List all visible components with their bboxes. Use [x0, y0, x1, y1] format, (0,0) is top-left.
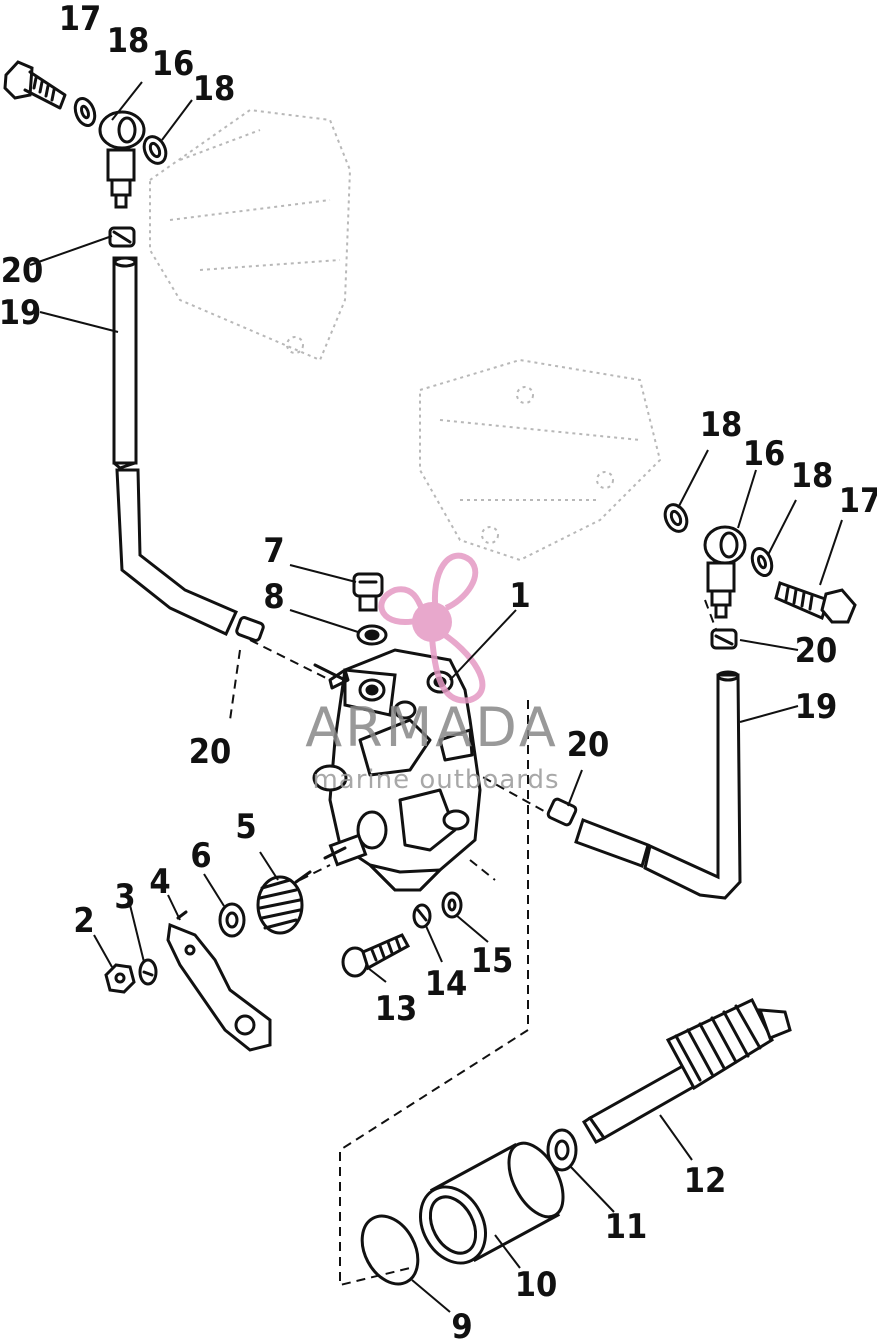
- mounting-hardware: [341, 891, 463, 978]
- callout-13: 13: [375, 989, 418, 1029]
- callout-20-left-mid: 20: [189, 732, 232, 772]
- callout-1: 1: [509, 576, 530, 616]
- propeller-hub-icon: [412, 602, 452, 642]
- callout-7: 7: [263, 531, 284, 571]
- return-spring: [256, 870, 312, 935]
- callout-18-left-b: 18: [193, 69, 236, 109]
- washer-left-a: [73, 96, 97, 128]
- washer-right-b: [750, 546, 774, 578]
- callout-18-left-a: 18: [107, 21, 150, 61]
- left-banjo-fitting: [3, 60, 168, 209]
- callout-14: 14: [425, 964, 468, 1004]
- hose-clip-left-mid: [235, 616, 265, 642]
- drive-bushing: [419, 1141, 565, 1265]
- callout-18-right-b: 18: [791, 456, 834, 496]
- callout-9: 9: [451, 1307, 472, 1342]
- callout-15: 15: [471, 941, 514, 981]
- armada-logo: ARMADA marine outboards: [305, 552, 559, 795]
- washer-right-a: [663, 503, 689, 533]
- shaft-washer: [546, 1128, 578, 1172]
- callout-16-right: 16: [743, 434, 786, 474]
- engine-block-ghost: [149, 108, 662, 562]
- hex-nut: [104, 963, 136, 994]
- banjo-bolt-left: [3, 60, 67, 110]
- sealing-washer: [356, 624, 388, 646]
- pump-lever: [166, 922, 272, 1052]
- callout-19-left: 19: [0, 293, 41, 333]
- callout-3: 3: [114, 877, 135, 917]
- drive-gear-shaft: [581, 998, 792, 1144]
- right-fuel-hose: [643, 628, 742, 900]
- callout-20-left-top: 20: [1, 251, 44, 291]
- left-fuel-hose: [108, 226, 265, 642]
- washer-left-b: [142, 135, 168, 165]
- cover-screw: [352, 572, 384, 612]
- lever-assembly: [104, 870, 312, 1052]
- callout-4: 4: [149, 862, 170, 902]
- flat-washer: [441, 891, 463, 919]
- callout-18-right-a: 18: [700, 405, 743, 445]
- banjo-fitting-right: [703, 525, 747, 565]
- o-ring: [360, 1214, 420, 1286]
- callout-12: 12: [684, 1161, 727, 1201]
- center-fuel-hose: [546, 797, 650, 868]
- callout-5: 5: [235, 807, 256, 847]
- banjo-fitting-left: [98, 110, 146, 209]
- thrust-washer: [218, 902, 246, 938]
- callout-17-left: 17: [59, 0, 102, 39]
- banjo-bolt-right: [774, 581, 857, 624]
- callout-17-right: 17: [839, 481, 877, 521]
- drive-assembly: [360, 998, 792, 1286]
- propeller-icon: [378, 552, 486, 704]
- pan-head-screw: [341, 933, 411, 978]
- callout-20-center: 20: [567, 725, 610, 765]
- callout-20-right: 20: [795, 631, 838, 671]
- callout-16-left: 16: [152, 44, 195, 84]
- callout-19-right: 19: [795, 687, 838, 727]
- callout-6: 6: [190, 836, 211, 876]
- callout-leaders: [29, 81, 843, 1313]
- brand-tagline: marine outboards: [312, 765, 559, 795]
- callout-8: 8: [263, 577, 284, 617]
- brand-wordmark: ARMADA: [305, 696, 559, 759]
- callout-11: 11: [605, 1207, 648, 1247]
- callout-2: 2: [73, 901, 94, 941]
- right-banjo-fitting: [663, 503, 857, 624]
- callout-10: 10: [515, 1265, 558, 1305]
- split-lockwasher: [412, 903, 432, 929]
- fuel-pump-body: [312, 648, 482, 892]
- hose-clip-center: [546, 797, 578, 827]
